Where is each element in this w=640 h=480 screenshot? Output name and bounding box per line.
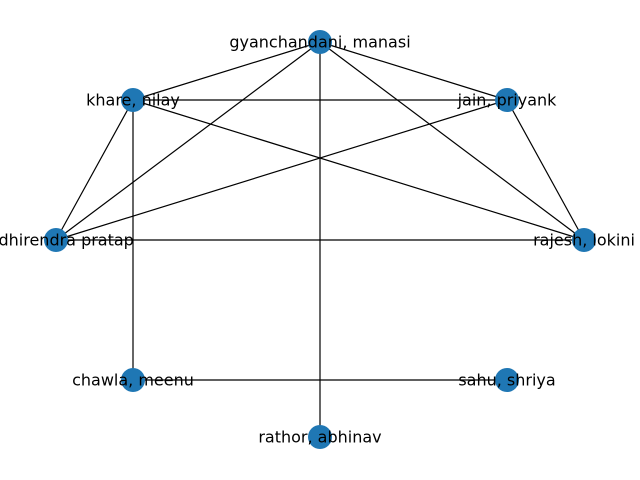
- labels-layer: gyanchandani, manasi khare, nilay jain, pr…: [0, 33, 635, 447]
- node-gyanchandani: [308, 30, 332, 54]
- node-label-rathor: rathor, abhinav: [258, 428, 381, 447]
- node-label-gyanchandani: gyanchandani, manasi: [229, 33, 410, 52]
- node-label-sahu: sahu, shriya: [458, 371, 555, 390]
- node-sahu: [495, 368, 519, 392]
- node-label-chawla: chawla, meenu: [72, 371, 194, 390]
- nodes-layer: [44, 30, 596, 449]
- node-label-dhirendra: h, dhirendra pratap: [0, 231, 134, 250]
- edge-gyanchandani-jain: [319, 41, 508, 101]
- edges-layer: [55, 41, 585, 437]
- edge-gyanchandani-rajesh: [319, 41, 585, 241]
- node-rathor: [308, 425, 332, 449]
- node-label-rajesh: rajesh, lokini: [533, 231, 635, 250]
- edge-jain-dhirendra: [55, 99, 508, 241]
- node-label-khare: khare, nilay: [86, 91, 180, 110]
- node-chawla: [121, 368, 145, 392]
- edge-khare-rajesh: [132, 99, 585, 241]
- edge-jain-rajesh: [506, 99, 585, 241]
- node-label-jain: jain, priyank: [457, 91, 558, 110]
- edge-gyanchandani-khare: [132, 41, 321, 101]
- node-khare: [121, 88, 145, 112]
- node-rajesh: [572, 228, 596, 252]
- node-jain: [495, 88, 519, 112]
- edge-khare-dhirendra: [55, 99, 134, 241]
- edge-gyanchandani-dhirendra: [55, 41, 321, 241]
- node-dhirendra: [44, 228, 68, 252]
